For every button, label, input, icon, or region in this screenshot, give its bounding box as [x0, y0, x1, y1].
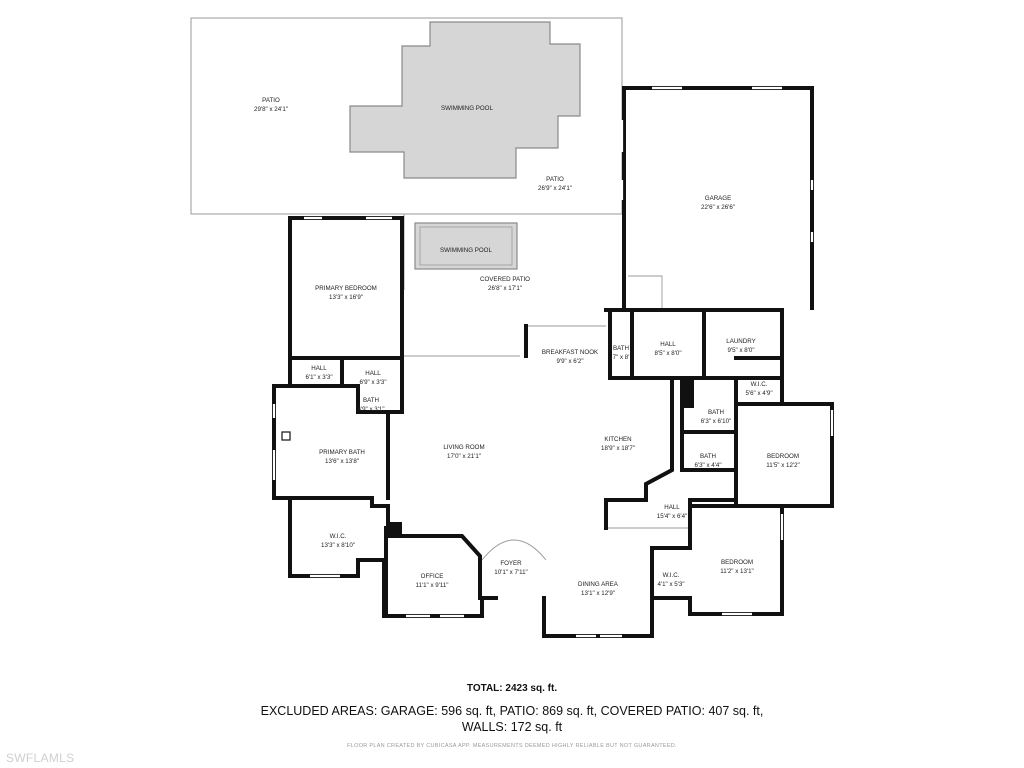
- room-dims-hall-4: 15'4" x 6'4": [657, 513, 688, 520]
- room-dims-wic-2: 13'3" x 8'10": [321, 542, 355, 549]
- room-name-wic-1: W.I.C.: [751, 381, 768, 388]
- room-dims-hall-3: 6'9" x 3'3": [359, 379, 386, 386]
- disclaimer: FLOOR PLAN CREATED BY CUBICASA APP. MEAS…: [347, 743, 677, 749]
- room-name-primary-bedroom: PRIMARY BEDROOM: [315, 285, 377, 292]
- room-name-bath-2: BATH: [363, 397, 379, 404]
- wic-east-wall: [734, 356, 784, 406]
- room-name-wic-3: W.I.C.: [663, 572, 680, 579]
- room-dims-bath-3: 6'3" x 6'10": [701, 418, 732, 425]
- service-rooms-wall: [608, 308, 784, 380]
- room-name-hall-4: HALL: [664, 504, 680, 511]
- primary-bedroom-wall: [288, 216, 404, 360]
- excluded-areas: EXCLUDED AREAS: GARAGE: 596 sq. ft, PATI…: [0, 703, 1024, 735]
- chimney-block: [680, 378, 694, 408]
- room-name-breakfast-nook: BREAKFAST NOOK: [542, 349, 599, 356]
- room-dims-wic-1: 5'6" x 4'9": [745, 390, 772, 397]
- room-name-hall-3: HALL: [365, 370, 381, 377]
- watermark-logo: SWFLAMLS: [6, 751, 75, 765]
- room-dims-bath-1: 7" x 8': [613, 354, 630, 361]
- swimming-pool-small-inner: [419, 226, 513, 266]
- bedroom-east-wall: [734, 402, 834, 508]
- excluded-areas-line-2: WALLS: 172 sq. ft: [461, 720, 563, 734]
- room-name-patio-1: PATIO: [262, 97, 280, 104]
- room-dims-office: 11'1" x 9'11": [415, 582, 448, 589]
- office-wall: [384, 526, 482, 618]
- room-name-pool-2: SWIMMING POOL: [440, 247, 492, 254]
- dining-wall: [542, 546, 692, 638]
- room-dims-dining-area: 13'1" x 12'9": [581, 590, 615, 597]
- kitchen-east-wall: [604, 376, 674, 502]
- room-name-pool-1: SWIMMING POOL: [441, 105, 493, 112]
- room-name-bedroom-2: BEDROOM: [721, 559, 753, 566]
- room-dims-patio-2: 26'9" x 24'1": [538, 185, 572, 192]
- room-dims-garage: 22'6" x 26'6": [701, 204, 735, 211]
- room-dims-primary-bedroom: 13'3" x 16'9": [329, 294, 363, 301]
- garage-step-line: [628, 275, 663, 308]
- primary-bath-wall: [272, 384, 498, 618]
- hall-east-wall: [604, 498, 784, 616]
- foyer-arc: [481, 539, 547, 561]
- room-name-dining-area: DINING AREA: [578, 581, 619, 588]
- excluded-areas-line-1: EXCLUDED AREAS: GARAGE: 596 sq. ft, PATI…: [260, 704, 764, 718]
- wic-wall: [288, 496, 390, 530]
- room-name-living-room: LIVING ROOM: [443, 444, 484, 451]
- room-dims-bath-2: 6'9" x 3'1": [357, 406, 384, 413]
- room-name-foyer: FOYER: [500, 560, 522, 567]
- room-dims-bath-4: 6'3" x 4'4": [694, 462, 721, 469]
- hall-wall: [288, 354, 404, 414]
- swimming-pool-large: [349, 21, 581, 179]
- swimming-pool-small: [414, 222, 518, 270]
- east-bath-wall: [680, 376, 738, 472]
- room-dims-living-room: 17'0" x 21'1": [447, 453, 481, 460]
- nook-wall: [524, 308, 784, 380]
- room-name-bath-1: BATH: [613, 345, 629, 352]
- room-name-kitchen: KITCHEN: [604, 436, 631, 443]
- room-name-covered-patio: COVERED PATIO: [480, 276, 530, 283]
- room-dims-bedroom-1: 11'5" x 12'2": [766, 462, 799, 469]
- room-name-office: OFFICE: [421, 573, 444, 580]
- room-name-primary-bath: PRIMARY BATH: [319, 449, 365, 456]
- room-dims-laundry: 9'5" x 8'0": [727, 347, 754, 354]
- room-name-garage: GARAGE: [705, 195, 731, 202]
- room-dims-kitchen: 18'9" x 18'7": [601, 445, 635, 452]
- room-name-wic-2: W.I.C.: [330, 533, 347, 540]
- room-name-bath-4: BATH: [700, 453, 716, 460]
- room-name-bath-3: BATH: [708, 409, 724, 416]
- room-dims-breakfast-nook: 9'9" x 6'2": [556, 358, 583, 365]
- wall-block: [386, 522, 402, 534]
- room-dims-hall-1: 8'5" x 8'0": [654, 350, 681, 357]
- room-name-patio-2: PATIO: [546, 176, 564, 183]
- room-name-bedroom-1: BEDROOM: [767, 453, 799, 460]
- room-dims-patio-1: 29'8" x 24'1": [254, 106, 288, 113]
- room-dims-wic-3: 4'1" x 5'3": [657, 581, 684, 588]
- room-dims-hall-2: 6'1" x 3'3": [305, 374, 332, 381]
- fixture-square: [281, 431, 291, 441]
- room-dims-foyer: 10'1" x 7'11": [494, 569, 527, 576]
- room-name-hall-2: HALL: [311, 365, 327, 372]
- room-name-hall-1: HALL: [660, 341, 676, 348]
- room-dims-covered-patio: 26'8" x 17'1": [488, 285, 522, 292]
- room-dims-primary-bath: 13'6" x 13'8": [325, 458, 359, 465]
- room-name-laundry: LAUNDRY: [726, 338, 755, 345]
- total-area: TOTAL: 2423 sq. ft.: [466, 683, 558, 694]
- room-dims-bedroom-2: 11'2" x 13'1": [720, 568, 753, 575]
